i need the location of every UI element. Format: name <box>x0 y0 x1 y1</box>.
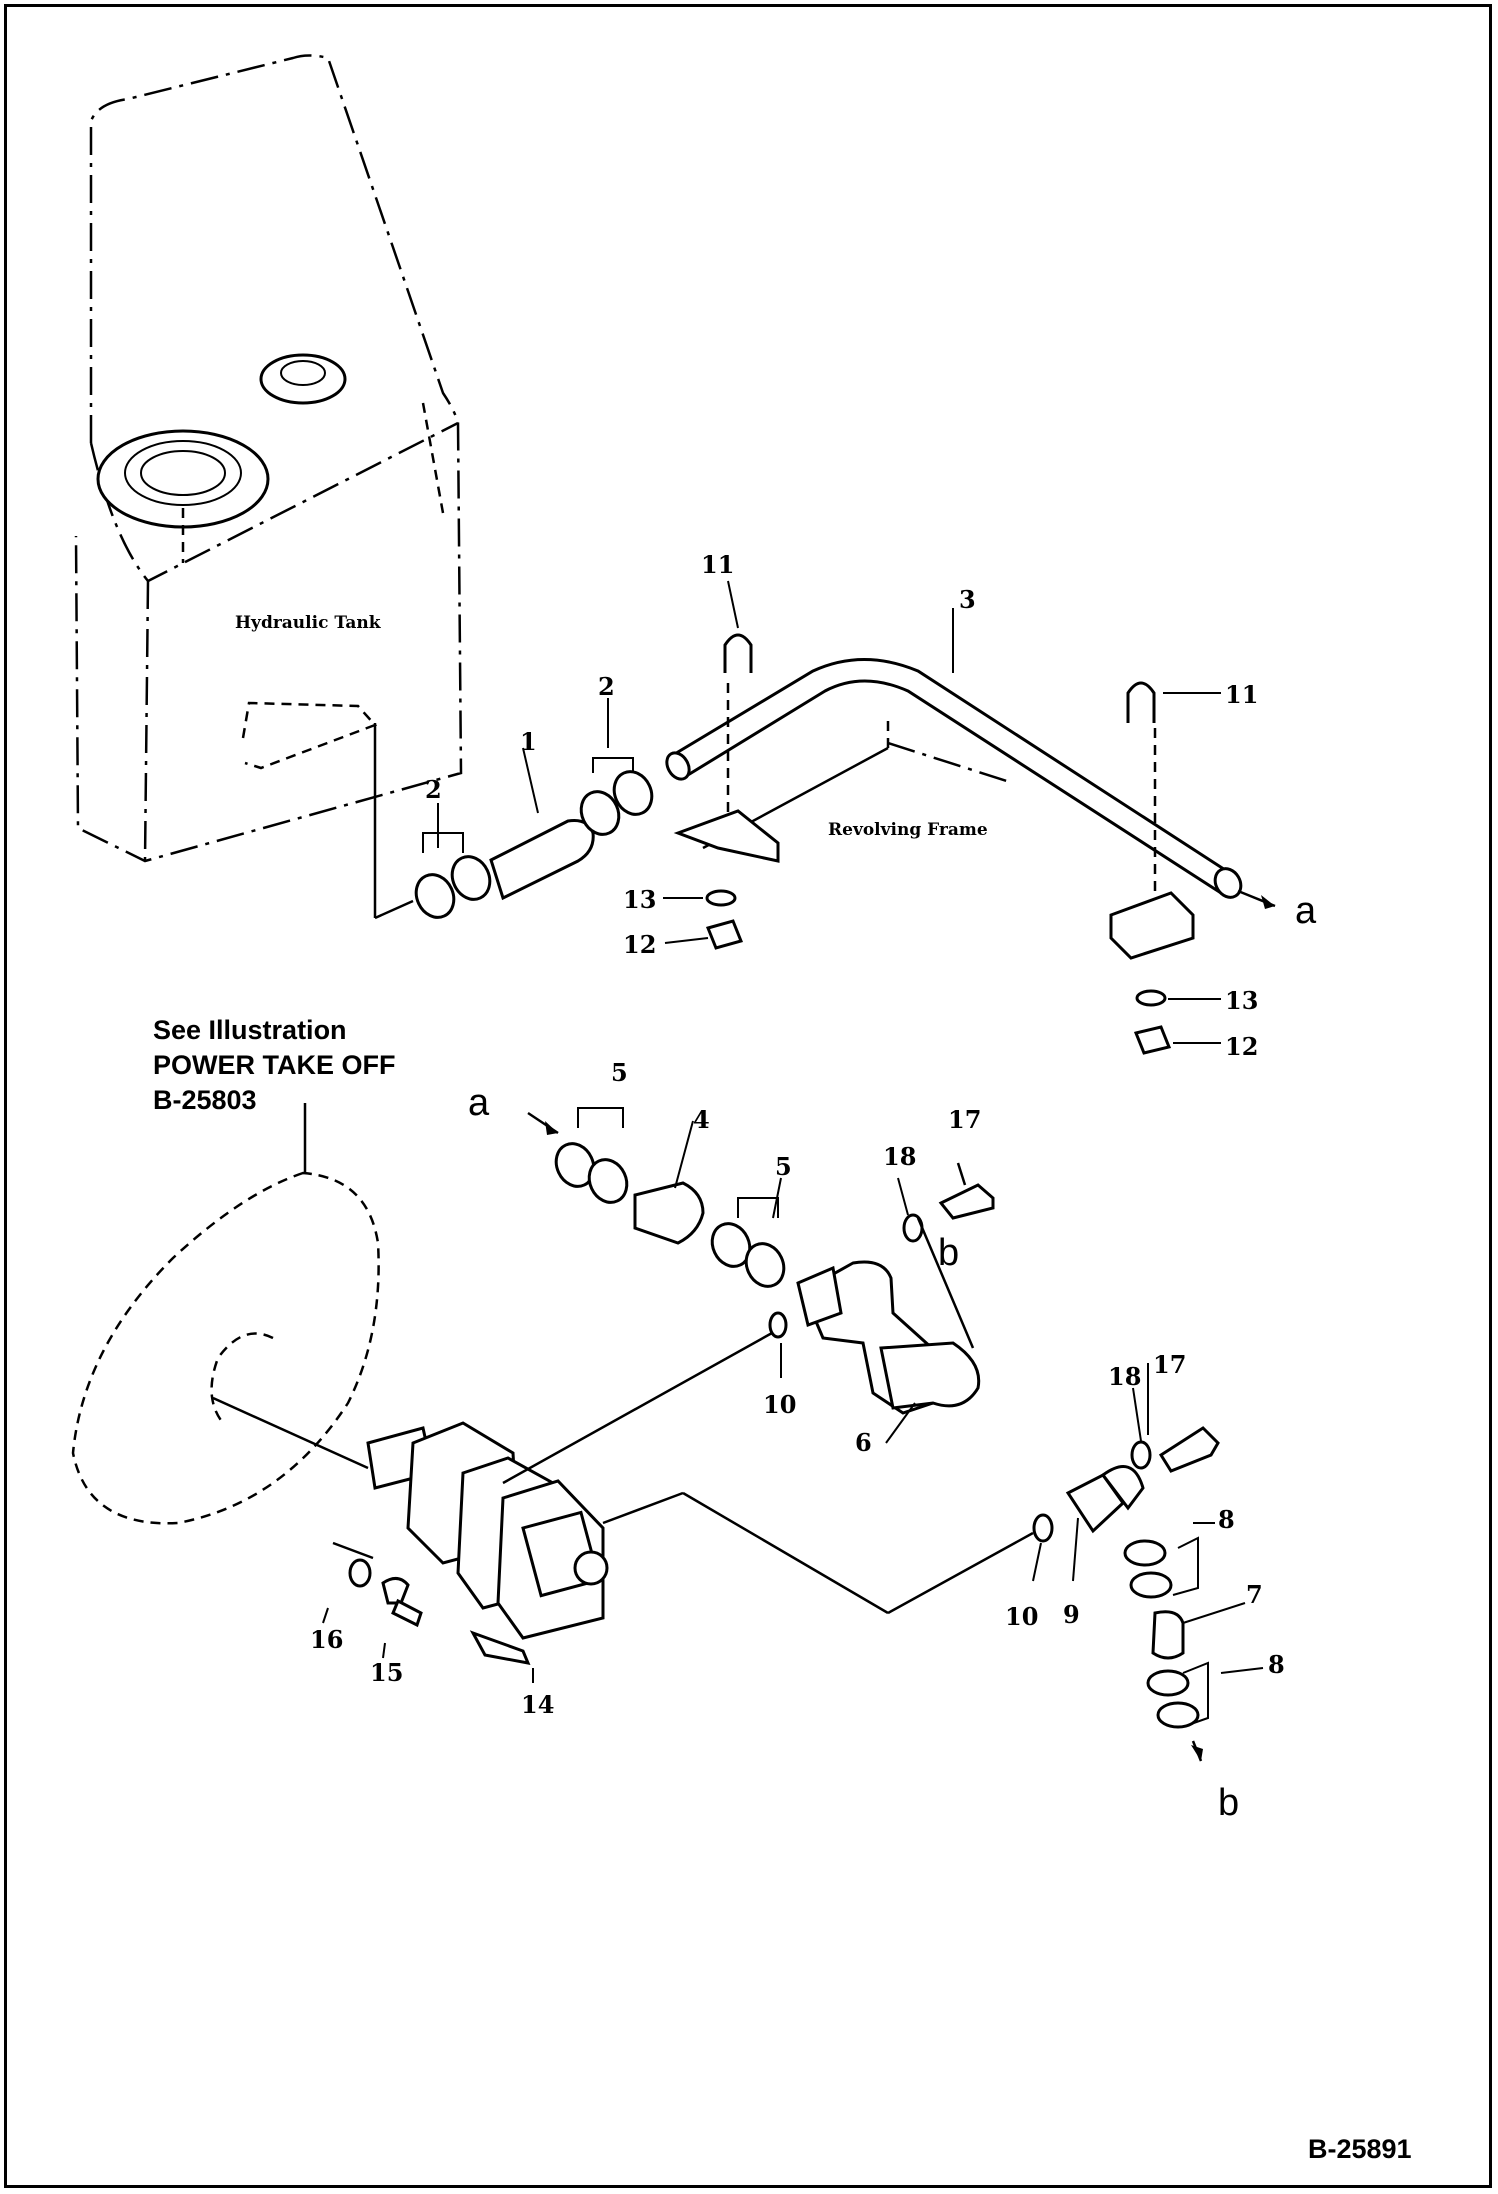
connector-letters: a a b b <box>468 890 1317 1824</box>
connector-b-in: b <box>1218 1782 1239 1824</box>
power-take-off-disk <box>71 1171 380 1525</box>
drawing-reference-number: B-25891 <box>1308 2134 1412 2164</box>
leader-lines <box>322 580 1264 1683</box>
callout-12-right: 12 <box>1225 1032 1258 1061</box>
hydraulic-tank-label: Hydraulic Tank <box>235 613 382 633</box>
hose-clamp-2-right-b <box>612 770 654 816</box>
hose-clamp-5-left <box>554 1142 596 1188</box>
connector-a-in: a <box>468 1082 490 1124</box>
o-ring-18-lower <box>1130 1440 1152 1470</box>
hydraulic-piping-diagram: Hydraulic Tank Revolving Frame <box>71 54 1412 2164</box>
washer-16 <box>348 1558 372 1588</box>
nut-12-right <box>1133 1025 1172 1055</box>
hose-clamp-8-lower <box>1146 1669 1190 1697</box>
hose-clamp-8-upper <box>1123 1539 1167 1567</box>
callout-13-right: 13 <box>1225 986 1258 1015</box>
see-illustration-note: See Illustration POWER TAKE OFF B-25803 <box>153 1015 396 1115</box>
callout-8-lower: 8 <box>1268 1650 1285 1679</box>
callout-brackets <box>422 757 1209 1726</box>
callout-5-left: 5 <box>611 1058 628 1087</box>
hydraulic-tank: Hydraulic Tank <box>74 54 463 920</box>
hose-1 <box>489 819 595 901</box>
callout-16: 16 <box>310 1625 343 1654</box>
hose-7 <box>1151 1610 1185 1660</box>
hose-clamp-2-right <box>579 790 621 836</box>
bolt-15-shank <box>391 1598 423 1628</box>
callout-2-right: 2 <box>598 672 615 701</box>
callout-1: 1 <box>520 727 537 756</box>
callout-17-lower: 17 <box>1153 1350 1186 1379</box>
revolving-frame-label: Revolving Frame <box>828 820 988 840</box>
washer-13-left <box>705 889 737 907</box>
callout-13-left: 13 <box>623 885 656 914</box>
hose-clamp-2-left-b <box>450 855 492 901</box>
callout-8-upper: 8 <box>1218 1505 1235 1534</box>
bolt-15-head <box>381 1577 410 1605</box>
connector-b-out: b <box>938 1232 959 1274</box>
callout-2-left: 2 <box>425 775 442 804</box>
callout-7: 7 <box>1246 1580 1263 1609</box>
callout-14: 14 <box>521 1690 554 1719</box>
bracket-right <box>1109 891 1195 960</box>
callout-11-left: 11 <box>701 550 734 579</box>
callout-numbers: 1 2 2 3 11 11 13 12 13 12 5 4 5 18 17 10… <box>310 550 1285 1719</box>
bracket-left <box>673 809 780 863</box>
o-ring-10-upper <box>768 1311 788 1339</box>
u-bolt-11-left <box>723 633 753 673</box>
callout-6: 6 <box>855 1428 872 1457</box>
o-ring-10-lower <box>1032 1513 1054 1543</box>
note-line-1: See Illustration <box>153 1015 347 1045</box>
callout-11-right: 11 <box>1225 680 1258 709</box>
washer-13-right <box>1135 989 1167 1007</box>
callout-10-upper: 10 <box>763 1390 796 1419</box>
upper-piping: Revolving Frame <box>414 633 1276 1055</box>
callout-18-lower: 18 <box>1108 1362 1141 1391</box>
hose-clamp-5-right <box>710 1222 752 1268</box>
callout-12-left: 12 <box>623 930 656 959</box>
bolt-17-lower <box>1158 1426 1220 1473</box>
callout-10-lower: 10 <box>1005 1602 1038 1631</box>
callout-3: 3 <box>959 585 976 614</box>
callout-17-upper: 17 <box>948 1105 981 1134</box>
callout-5-right: 5 <box>775 1152 792 1181</box>
callout-4: 4 <box>693 1105 710 1134</box>
note-line-3: B-25803 <box>153 1085 257 1115</box>
drawing-sheet: Hydraulic Tank Revolving Frame <box>4 4 1492 2188</box>
bolt-17-upper <box>938 1183 995 1220</box>
nut-12-left <box>705 919 744 950</box>
callout-15: 15 <box>370 1658 403 1687</box>
hose-clamp-2-left <box>414 873 456 919</box>
hydraulic-pump-14 <box>366 1326 1034 1665</box>
hose-4 <box>633 1181 705 1245</box>
u-bolt-11-right <box>1126 681 1156 723</box>
lower-piping <box>71 1103 1220 1762</box>
callout-9: 9 <box>1063 1600 1080 1629</box>
note-line-2: POWER TAKE OFF <box>153 1050 396 1080</box>
callout-18-upper: 18 <box>883 1142 916 1171</box>
connector-a-out: a <box>1295 890 1317 932</box>
